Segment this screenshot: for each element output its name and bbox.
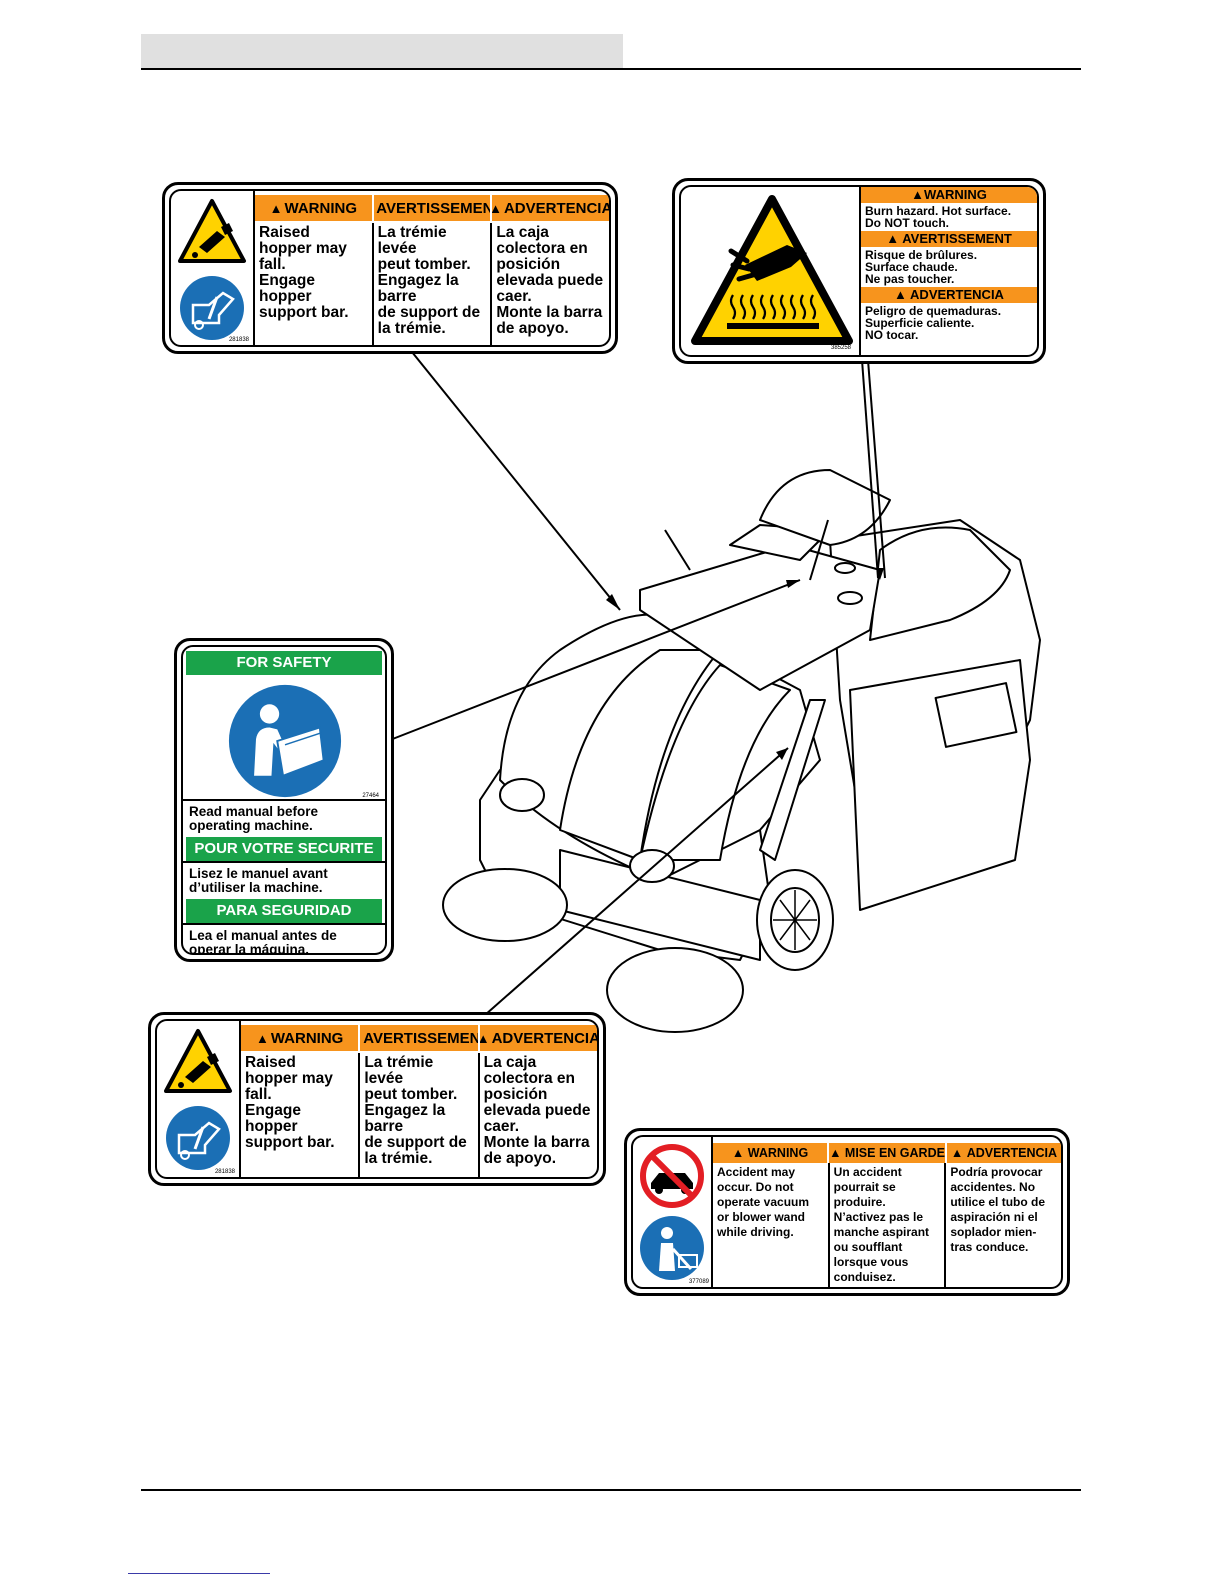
hot-surface-icon bbox=[691, 195, 853, 345]
text-french: La trémie levée peut tomber. Engagez la … bbox=[371, 223, 491, 345]
burn-warning-label: 385258 ▲WARNING Burn hazard. Hot surface… bbox=[672, 178, 1046, 364]
warning-triangle-icon: ▲ bbox=[255, 1030, 269, 1046]
hopper-warning-label-top: 281838 ▲WARNING ▲AVERTISSEMENT ▲ADVERTEN… bbox=[162, 182, 618, 354]
crush-hazard-icon bbox=[164, 1029, 232, 1093]
read-manual-safety-label: FOR SAFETY 27464 Read manual before oper… bbox=[174, 638, 394, 962]
text-french: La trémie levée peut tomber. Engagez la … bbox=[358, 1053, 477, 1177]
header-avertissement: ▲AVERTISSEMENT bbox=[358, 1025, 478, 1051]
warning-triangle-icon: ▲ bbox=[360, 1031, 361, 1046]
text-english: Read manual before operating machine. bbox=[183, 799, 385, 837]
label-code: 281838 bbox=[214, 1169, 235, 1175]
header-warning: ▲WARNING bbox=[861, 187, 1037, 203]
text-french: Un accident pourrait se produire. N’acti… bbox=[827, 1163, 945, 1287]
crush-hazard-icon bbox=[178, 199, 246, 263]
text-spanish: Lea el manual antes de operar la máquina… bbox=[183, 923, 385, 953]
header-para-seguridad: PARA SEGURIDAD bbox=[186, 899, 382, 923]
header-avertissement: ▲ AVERTISSEMENT bbox=[861, 231, 1037, 247]
no-driving-prohibition-icon bbox=[640, 1144, 704, 1208]
label-code: 281838 bbox=[228, 337, 249, 343]
footer-link-underline bbox=[128, 1573, 270, 1574]
text-french: Lisez le manuel avant d’utiliser la mach… bbox=[183, 861, 385, 899]
warning-triangle-icon: ▲ bbox=[374, 201, 375, 216]
header-advertencia: ▲ ADVERTENCIA bbox=[861, 287, 1037, 303]
warning-triangle-icon: ▲ bbox=[477, 1030, 490, 1046]
text-spanish: La caja colectora en posición elevada pu… bbox=[490, 223, 609, 345]
operator-wand-mandatory-icon bbox=[640, 1216, 704, 1280]
hopper-icons: 281838 bbox=[157, 1021, 241, 1177]
support-bar-mandatory-icon bbox=[180, 276, 244, 340]
header-advertencia: ▲ADVERTENCIA bbox=[490, 195, 609, 221]
text-spanish: Podría provocar accidentes. No utilice e… bbox=[944, 1163, 1061, 1287]
vacuum-wand-warning-label: 377089 ▲ WARNING ▲ MISE EN GARDE ▲ ADVER… bbox=[624, 1128, 1070, 1296]
text-spanish: Peligro de quemaduras. Superficie calien… bbox=[865, 304, 1002, 342]
header-avertissement: ▲AVERTISSEMENT bbox=[371, 195, 491, 221]
text-french: Risque de brûlures. Surface chaude. Ne p… bbox=[865, 248, 978, 286]
warning-triangle-icon: ▲ bbox=[490, 200, 502, 216]
header-warning: ▲WARNING bbox=[241, 1025, 359, 1051]
hopper-icons: 281838 bbox=[171, 191, 255, 345]
warning-triangle-icon: ▲ bbox=[269, 200, 283, 216]
hopper-warning-label-bottom: 281838 ▲WARNING ▲AVERTISSEMENT ▲ADVERTEN… bbox=[148, 1012, 606, 1186]
header-warning: ▲WARNING bbox=[255, 195, 372, 221]
text-spanish: La caja colectora en posición elevada pu… bbox=[477, 1053, 597, 1177]
label-code: 385258 bbox=[831, 345, 852, 351]
header-advertencia: ▲ ADVERTENCIA bbox=[944, 1143, 1061, 1163]
label-code: 27464 bbox=[362, 793, 379, 799]
header-mise-en-garde: ▲ MISE EN GARDE bbox=[827, 1143, 945, 1163]
text-english: Raised hopper may fall. Engage hopper su… bbox=[245, 1054, 335, 1151]
text-english: Burn hazard. Hot surface. Do NOT touch. bbox=[865, 204, 1012, 230]
header-pour-votre-securite: POUR VOTRE SECURITE bbox=[186, 837, 382, 861]
header-rule bbox=[141, 68, 1081, 70]
footer-rule bbox=[141, 1489, 1081, 1491]
support-bar-mandatory-icon bbox=[166, 1106, 230, 1170]
header-warning: ▲ WARNING bbox=[713, 1143, 828, 1163]
text-english: Raised hopper may fall. Engage hopper su… bbox=[259, 224, 349, 321]
label-code: 377089 bbox=[688, 1279, 709, 1285]
text-english: Accident may occur. Do not operate vacuu… bbox=[717, 1165, 810, 1239]
header-tab bbox=[141, 34, 623, 68]
header-for-safety: FOR SAFETY bbox=[186, 651, 382, 675]
header-advertencia: ▲ADVERTENCIA bbox=[477, 1025, 597, 1051]
read-manual-icon bbox=[228, 684, 342, 798]
